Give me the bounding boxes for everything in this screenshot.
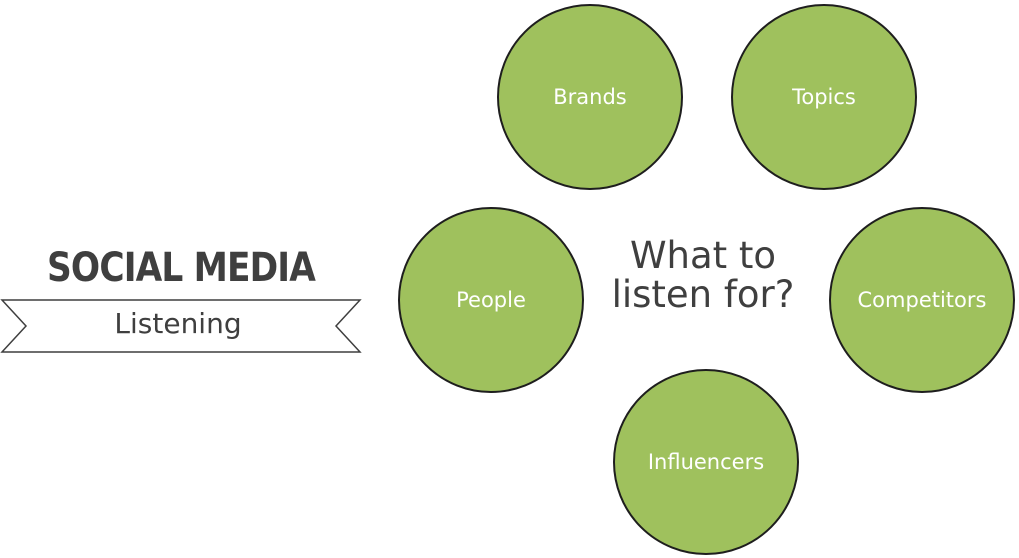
node-people: People	[398, 207, 584, 393]
node-topics: Topics	[731, 4, 917, 190]
center-question-line1: What to	[629, 234, 777, 277]
node-brands: Brands	[497, 4, 683, 190]
center-question: What to listen for?	[598, 234, 808, 317]
node-influencers: Influencers	[613, 369, 799, 555]
title-block: SOCIAL MEDIA Listening	[0, 240, 362, 360]
title-sub: Listening	[114, 307, 242, 340]
ribbon-banner	[0, 298, 362, 354]
center-question-line2: listen for?	[611, 273, 795, 317]
node-competitors: Competitors	[829, 207, 1015, 393]
ribbon-shape	[0, 299, 362, 353]
title-main: SOCIAL MEDIA	[47, 245, 316, 291]
